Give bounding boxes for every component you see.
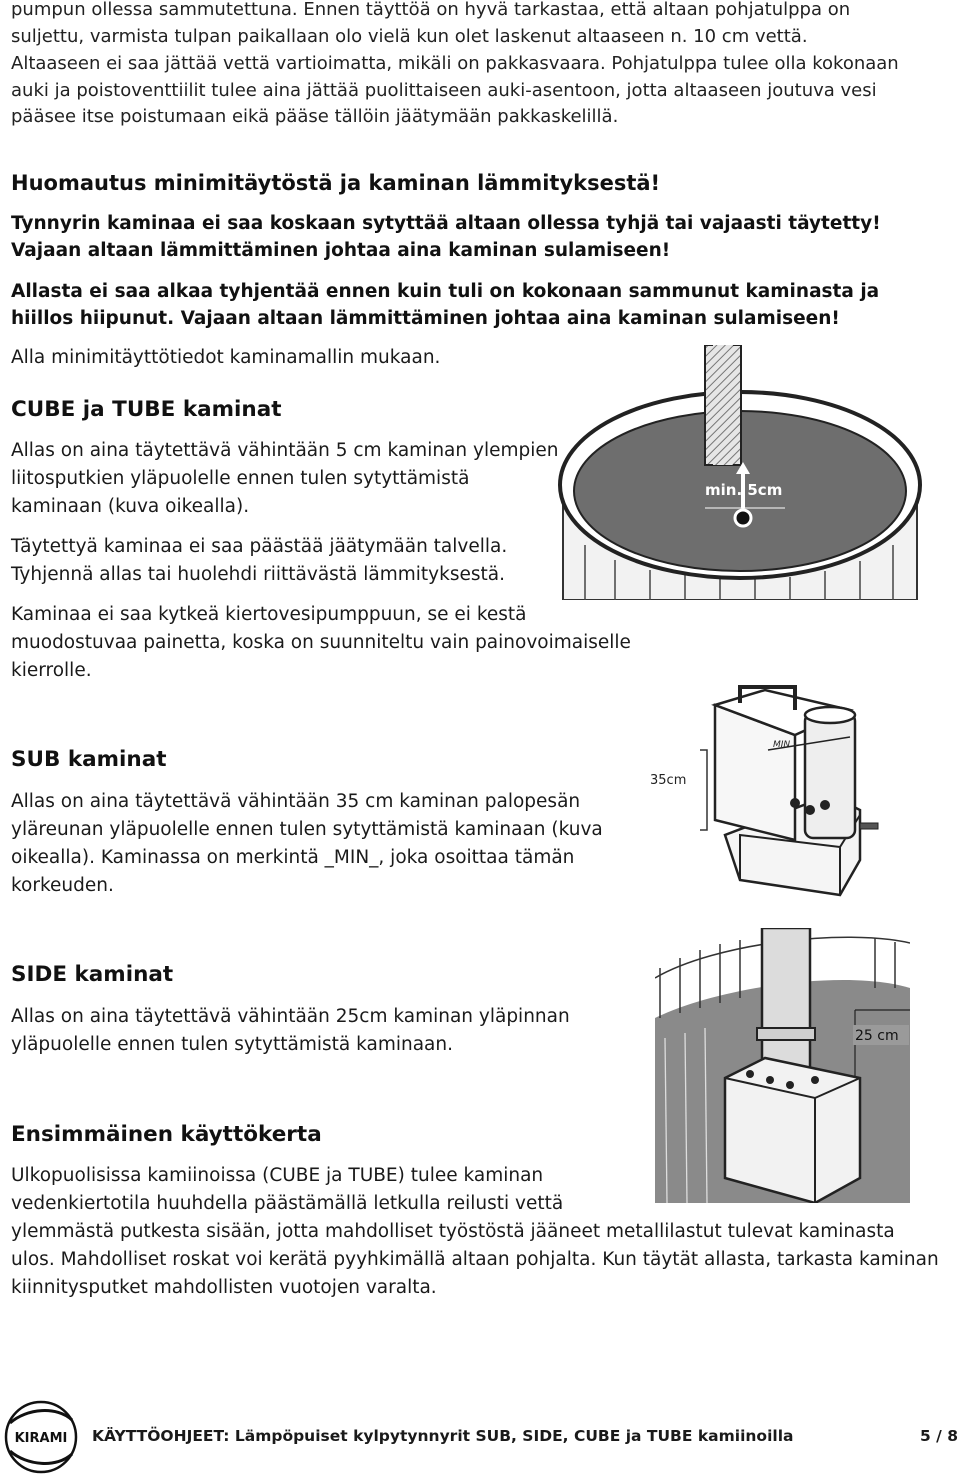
text-line: yläpuolelle ennen tulen sytyttämistä kam… xyxy=(11,1034,453,1055)
text-line: kiinnitysputket mahdollisten vuotojen va… xyxy=(11,1277,437,1298)
text-line: liitosputkien yläpuolelle ennen tulen sy… xyxy=(11,468,470,489)
cube-paragraph-3: Kaminaa ei saa kytkeä kiertovesipumppuun… xyxy=(11,601,631,685)
intro-paragraph-1: pumpun ollessa sammutettuna. Ennen täytt… xyxy=(11,0,851,47)
sub-35cm-label: 35cm xyxy=(650,773,686,788)
footer-label: KÄYTTÖOHJEET: xyxy=(92,1427,230,1445)
intro-paragraph-2: Altaaseen ei saa jättää vettä vartioimat… xyxy=(11,53,899,127)
text-line: Allas on aina täytettävä vähintään 35 cm… xyxy=(11,791,581,812)
side-illustration: 25 cm xyxy=(655,928,910,1203)
cube-paragraph-2: Täytettyä kaminaa ei saa päästää jäätymä… xyxy=(11,533,507,589)
text-line: oikealla). Kaminassa on merkintä _MIN_, … xyxy=(11,847,575,868)
sub-heading: SUB kaminat xyxy=(11,747,167,772)
warning-line: Vajaan altaan lämmittäminen johtaa aina … xyxy=(11,239,671,261)
text-line: kierrolle. xyxy=(11,660,92,681)
text-line: yläreunan yläpuolelle ennen tulen sytytt… xyxy=(11,819,603,840)
page-number: 5 / 8 xyxy=(919,1427,958,1445)
kirami-logo: KIRAMI xyxy=(4,1400,78,1474)
warning-heading: Huomautus minimitäytöstä ja kaminan lämm… xyxy=(11,171,661,195)
text-line: ulos. Mahdolliset roskat voi kerätä pyyh… xyxy=(11,1249,939,1270)
text-line: Tyhjennä allas tai huolehdi riittävästä … xyxy=(11,564,505,585)
warning-line: Tynnyrin kaminaa ei saa koskaan sytyttää… xyxy=(11,213,881,234)
text-line: ylemmästä putkesta sisään, jotta mahdoll… xyxy=(11,1221,895,1242)
cube-paragraph-1: Allas on aina täytettävä vähintään 5 cm … xyxy=(11,437,558,521)
logo-text: KIRAMI xyxy=(15,1431,68,1446)
text-line: Kaminaa ei saa kytkeä kiertovesipumppuun… xyxy=(11,604,527,625)
text-line: vedenkiertotila huuhdella päästämällä le… xyxy=(11,1193,564,1214)
text-line: Täytettyä kaminaa ei saa päästää jäätymä… xyxy=(11,536,508,557)
footer-document-title: Lämpöpuiset kylpytynnyrit SUB, SIDE, CUB… xyxy=(234,1427,794,1445)
side-heading: SIDE kaminat xyxy=(11,962,174,987)
text-line: Allas on aina täytettävä vähintään 5 cm … xyxy=(11,440,559,461)
text-line: Allas on aina täytettävä vähintään 25cm … xyxy=(11,1006,570,1027)
footer-title: KÄYTTÖOHJEET: Lämpöpuiset kylpytynnyrit … xyxy=(92,1427,793,1445)
text-line: korkeuden. xyxy=(11,875,114,896)
text-line: kaminaan (kuva oikealla). xyxy=(11,496,250,517)
warning-note: Alla minimitäyttötiedot kaminamallin muk… xyxy=(11,347,441,368)
warning-line: Allasta ei saa alkaa tyhjentää ennen kui… xyxy=(11,281,880,302)
cube-illustration: min. 5cm xyxy=(558,345,922,600)
sub-paragraph: Allas on aina täytettävä vähintään 35 cm… xyxy=(11,788,603,900)
cube-heading: CUBE ja TUBE kaminat xyxy=(11,397,282,422)
text-line: Ulkopuolisissa kamiinoissa (CUBE ja TUBE… xyxy=(11,1165,544,1186)
side-25cm-label: 25 cm xyxy=(855,1028,899,1044)
intro-section: pumpun ollessa sammutettuna. Ennen täytt… xyxy=(11,0,911,131)
first-use-heading: Ensimmäinen käyttökerta xyxy=(11,1122,322,1147)
side-paragraph: Allas on aina täytettävä vähintään 25cm … xyxy=(11,1003,570,1059)
sub-min-mark: MIN xyxy=(773,740,790,750)
warning-line: hiillos hiipunut. Vajaan altaan lämmittä… xyxy=(11,307,840,329)
warning-paragraph-1: Tynnyrin kaminaa ei saa koskaan sytyttää… xyxy=(11,211,911,264)
warning-paragraph-2: Allasta ei saa alkaa tyhjentää ennen kui… xyxy=(11,279,911,332)
sub-illustration: MIN 35cm xyxy=(650,685,879,897)
text-line: muodostuvaa painetta, koska on suunnitel… xyxy=(11,632,631,653)
first-use-paragraph: Ulkopuolisissa kamiinoissa (CUBE ja TUBE… xyxy=(11,1162,939,1302)
cube-min-label: min. 5cm xyxy=(705,481,782,499)
